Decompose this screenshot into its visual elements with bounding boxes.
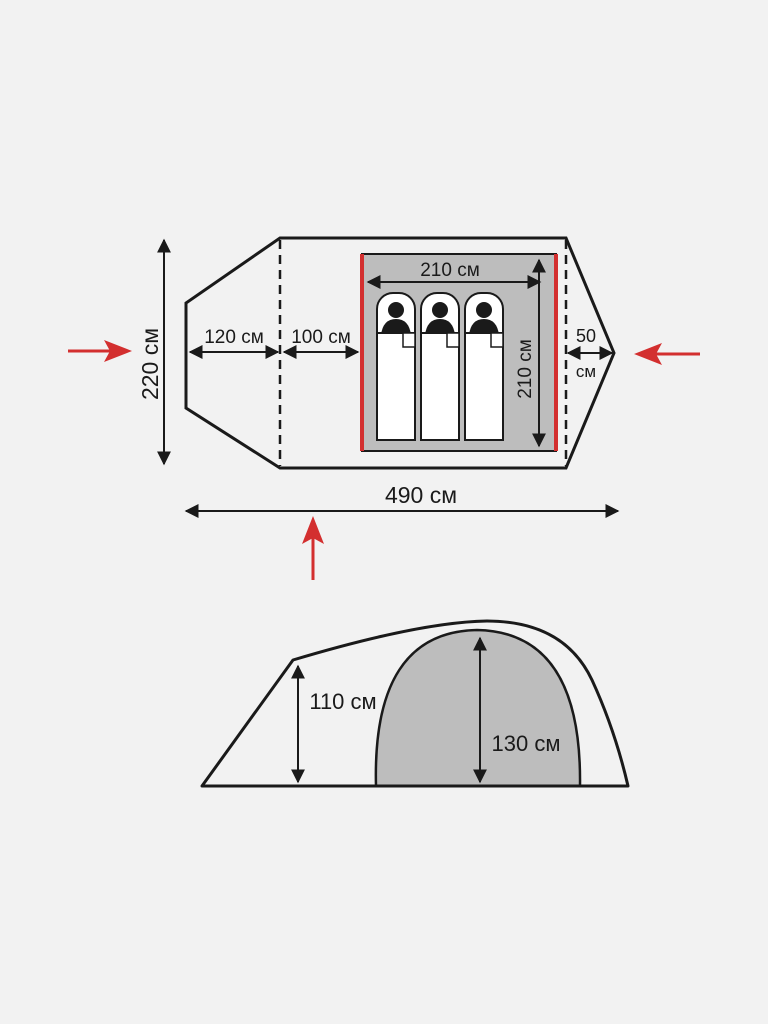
floor-plan: 210 см 210 см 120 см 100 см 50 см 220 см… [68, 236, 700, 580]
label-vestibule: 120 см [204, 327, 264, 348]
label-depth: 220 см [137, 328, 163, 400]
sleeping-bag-fold [446, 332, 460, 348]
label-inner-height: 130 см [492, 731, 561, 756]
person-head [388, 302, 404, 318]
sleeping-bag [376, 332, 416, 441]
sleeping-bag [464, 332, 504, 441]
label-entry-zone: 100 см [291, 327, 351, 348]
label-inner-width: 210 см [420, 260, 480, 281]
person-shoulders [425, 319, 455, 335]
sleeping-bag-fold [490, 332, 504, 348]
entrance-arrow-right [634, 343, 700, 365]
sleeping-place [376, 292, 416, 441]
side-view: 110 см 130 см [200, 619, 630, 788]
label-total-width: 490 см [385, 482, 457, 508]
entrance-arrow-left [68, 340, 132, 362]
person-shoulders [469, 319, 499, 335]
sleeping-bag [420, 332, 460, 441]
person-head [432, 302, 448, 318]
person-head [476, 302, 492, 318]
label-rear-vestibule-unit: см [576, 362, 596, 381]
sleeping-place [420, 292, 460, 441]
label-rear-vestibule-number: 50 [576, 326, 596, 346]
label-front-height: 110 см [309, 689, 376, 714]
sleeping-bag-fold [402, 332, 416, 348]
entrance-arrow-bottom [302, 516, 324, 580]
person-shoulders [381, 319, 411, 335]
sleeping-place [464, 292, 504, 441]
label-inner-length: 210 см [515, 339, 536, 399]
